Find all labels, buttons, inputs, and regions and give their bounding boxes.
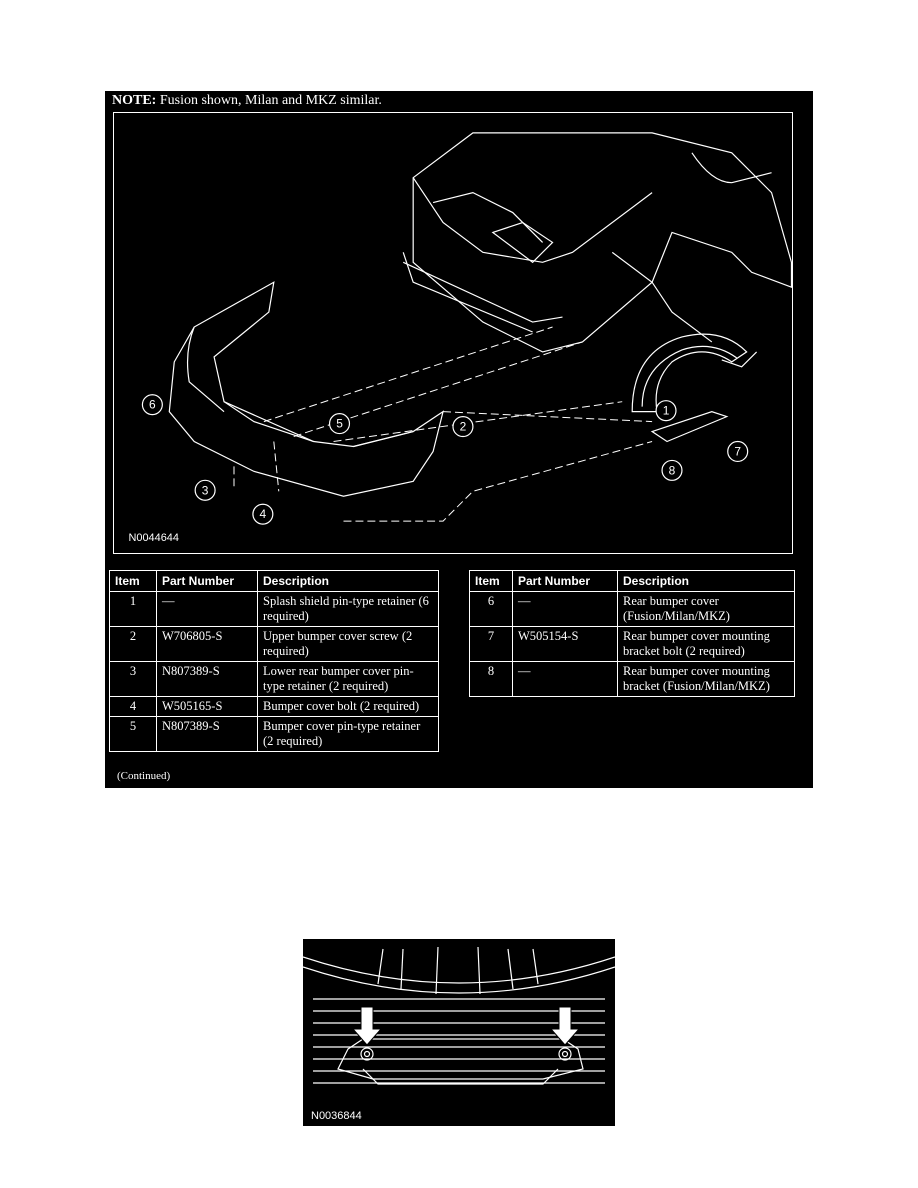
table-row: 2 W706805-S Upper bumper cover screw (2 … xyxy=(109,626,439,662)
callout-3: 3 xyxy=(202,483,209,497)
header-item: Item xyxy=(109,570,157,592)
diagram-code: N0044644 xyxy=(128,532,178,544)
part-number-cell: N807389-S xyxy=(156,661,258,697)
part-number-cell: W706805-S xyxy=(156,626,258,662)
description-cell: Lower rear bumper cover pin-type retaine… xyxy=(257,661,439,697)
description-cell: Splash shield pin-type retainer (6 requi… xyxy=(257,591,439,627)
callout-6: 6 xyxy=(149,398,156,412)
description-cell: Upper bumper cover screw (2 required) xyxy=(257,626,439,662)
part-number-cell: — xyxy=(156,591,258,627)
bumper-fastener-detail: N0036844 xyxy=(303,946,615,1122)
parts-table-right: Item Part Number Description 6 — Rear bu… xyxy=(469,570,795,697)
callout-4: 4 xyxy=(260,507,267,521)
table-row: 3 N807389-S Lower rear bumper cover pin-… xyxy=(109,661,439,697)
table-row: 5 N807389-S Bumper cover pin-type retain… xyxy=(109,716,439,752)
part-number-cell: — xyxy=(512,661,618,697)
arrow-down-icon xyxy=(351,1006,383,1046)
item-cell: 3 xyxy=(109,661,157,697)
callout-2: 2 xyxy=(460,420,467,434)
header-description: Description xyxy=(617,570,795,592)
description-cell: Rear bumper cover (Fusion/Milan/MKZ) xyxy=(617,591,795,627)
table-row: 1 — Splash shield pin-type retainer (6 r… xyxy=(109,591,439,627)
description-cell: Rear bumper cover mounting bracket (Fusi… xyxy=(617,661,795,697)
callout-8: 8 xyxy=(669,463,676,477)
item-cell: 4 xyxy=(109,696,157,717)
detail-illustration: N0036844 xyxy=(303,939,615,1126)
note-text: Fusion shown, Milan and MKZ similar. xyxy=(159,93,382,108)
parts-table-left: Item Part Number Description 1 — Splash … xyxy=(109,570,439,752)
header-part-number: Part Number xyxy=(512,570,618,592)
item-cell: 7 xyxy=(469,626,513,662)
arrow-down-icon xyxy=(549,1006,581,1046)
description-cell: Bumper cover bolt (2 required) xyxy=(257,696,439,717)
table-header-row: Item Part Number Description xyxy=(109,570,439,592)
description-cell: Bumper cover pin-type retainer (2 requir… xyxy=(257,716,439,752)
continued-label: (Continued) xyxy=(117,770,171,782)
callout-1: 1 xyxy=(663,404,670,418)
callout-5: 5 xyxy=(336,417,343,431)
table-row: 4 W505165-S Bumper cover bolt (2 require… xyxy=(109,696,439,717)
note: NOTE: Fusion shown, Milan and MKZ simila… xyxy=(112,93,382,109)
exploded-diagram: 6 5 2 1 7 8 3 4 N0044644 xyxy=(113,112,793,554)
callout-7: 7 xyxy=(734,444,741,458)
item-cell: 5 xyxy=(109,716,157,752)
bumper-exploded-illustration: 6 5 2 1 7 8 3 4 N0044644 xyxy=(128,132,792,544)
part-number-cell: N807389-S xyxy=(156,716,258,752)
item-cell: 2 xyxy=(109,626,157,662)
exploded-view-panel: NOTE: Fusion shown, Milan and MKZ simila… xyxy=(105,91,813,788)
table-row: 7 W505154-S Rear bumper cover mounting b… xyxy=(469,626,795,662)
header-description: Description xyxy=(257,570,439,592)
table-row: 6 — Rear bumper cover (Fusion/Milan/MKZ) xyxy=(469,591,795,627)
part-number-cell: W505154-S xyxy=(512,626,618,662)
item-cell: 1 xyxy=(109,591,157,627)
header-part-number: Part Number xyxy=(156,570,258,592)
part-number-cell: W505165-S xyxy=(156,696,258,717)
item-cell: 8 xyxy=(469,661,513,697)
table-header-row: Item Part Number Description xyxy=(469,570,795,592)
detail-code: N0036844 xyxy=(311,1110,362,1122)
item-cell: 6 xyxy=(469,591,513,627)
part-number-cell: — xyxy=(512,591,618,627)
note-label: NOTE: xyxy=(112,93,157,108)
header-item: Item xyxy=(469,570,513,592)
table-row: 8 — Rear bumper cover mounting bracket (… xyxy=(469,661,795,697)
description-cell: Rear bumper cover mounting bracket bolt … xyxy=(617,626,795,662)
